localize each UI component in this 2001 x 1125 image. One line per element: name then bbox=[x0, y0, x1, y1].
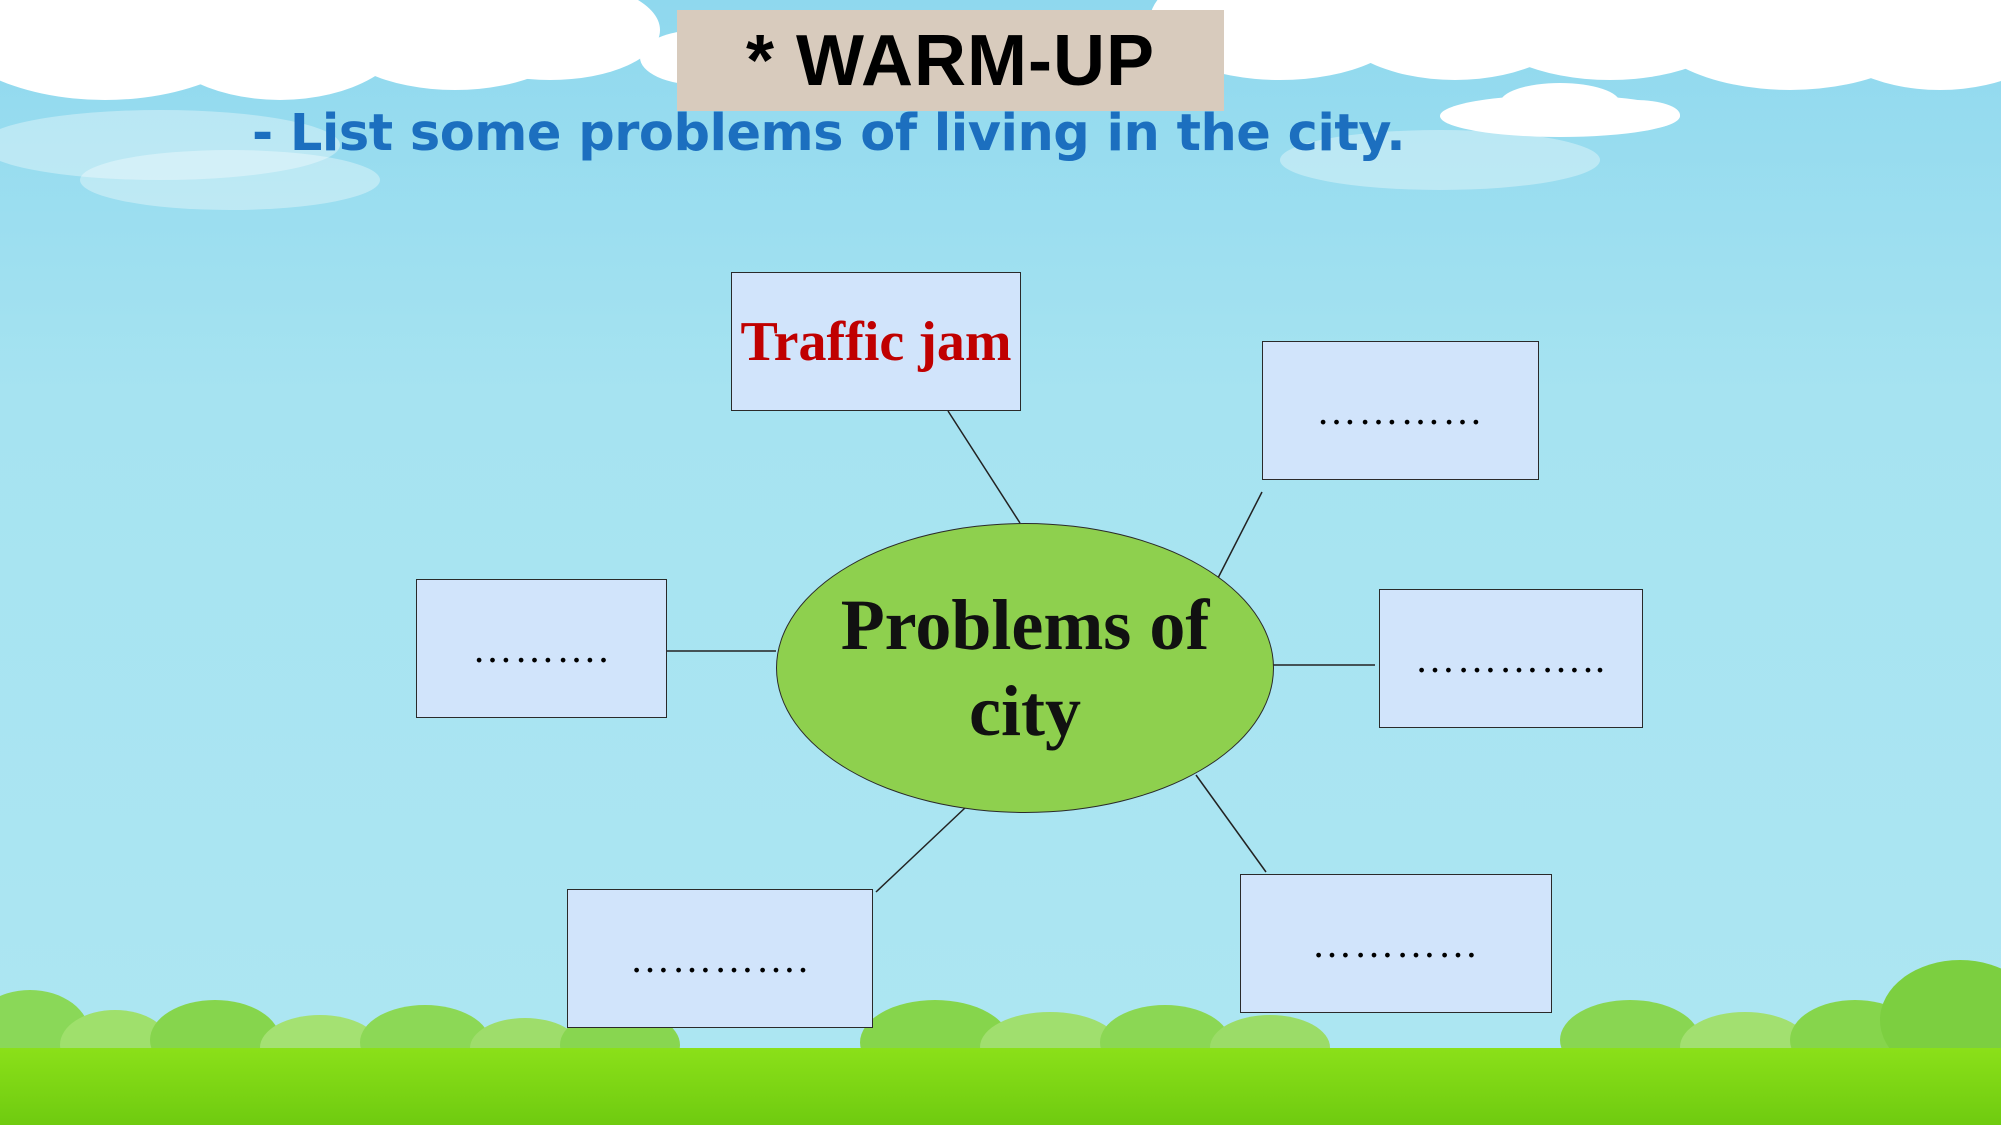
node-bottom-right-label: ………… bbox=[1312, 921, 1480, 966]
connector-bottom-left bbox=[875, 806, 967, 893]
title-banner: * WARM-UP bbox=[677, 10, 1224, 111]
connector-top-right bbox=[1217, 491, 1263, 579]
node-left[interactable]: ………. bbox=[416, 579, 667, 718]
node-top[interactable]: Traffic jam bbox=[731, 272, 1021, 411]
node-top-right-label: ………… bbox=[1316, 388, 1485, 433]
center-node-label: Problems of city bbox=[840, 585, 1210, 751]
instruction-text: - List some problems of living in the ci… bbox=[252, 104, 1406, 163]
node-top-label: Traffic jam bbox=[740, 310, 1012, 373]
node-right[interactable]: ………….. bbox=[1379, 589, 1643, 728]
slide-title: * WARM-UP bbox=[746, 20, 1155, 101]
connector-bottom-right bbox=[1195, 774, 1267, 873]
node-bottom-right[interactable]: ………… bbox=[1240, 874, 1552, 1013]
node-right-label: ………….. bbox=[1415, 636, 1607, 681]
node-bottom-left[interactable]: …………. bbox=[567, 889, 873, 1028]
node-top-right[interactable]: ………… bbox=[1262, 341, 1539, 480]
node-bottom-left-label: …………. bbox=[630, 936, 810, 981]
center-node: Problems of city bbox=[776, 523, 1274, 813]
node-left-label: ………. bbox=[472, 626, 611, 671]
connector-top bbox=[947, 410, 1021, 524]
grass-ground bbox=[0, 1048, 2001, 1125]
